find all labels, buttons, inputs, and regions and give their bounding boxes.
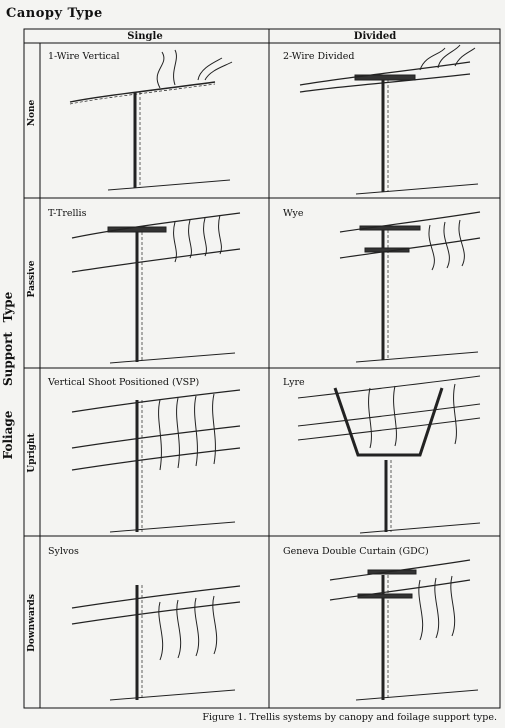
- column-header-single: Single: [127, 31, 163, 42]
- label-gdc: Geneva Double Curtain (GDC): [283, 546, 429, 557]
- label-t-trellis: T-Trellis: [48, 208, 87, 219]
- diagram-1-wire-vertical: [69, 49, 233, 191]
- label-1-wire-vertical: 1-Wire Vertical: [48, 51, 120, 62]
- diagram-wye: [339, 211, 481, 363]
- label-sylvos: Sylvos: [48, 546, 79, 557]
- label-wye: Wye: [283, 208, 304, 219]
- diagram-vsp: [71, 389, 241, 533]
- diagram-lyre: [297, 375, 481, 534]
- label-2-wire-divided: 2-Wire Divided: [283, 51, 355, 62]
- diagram-sylvos: [71, 585, 241, 701]
- label-vsp: Vertical Shoot Positioned (VSP): [48, 377, 200, 388]
- page-title: Canopy Type: [6, 6, 103, 21]
- label-lyre: Lyre: [283, 377, 305, 388]
- diagram-t-trellis: [71, 212, 241, 364]
- diagram-gdc: [329, 559, 479, 701]
- column-header-divided: Divided: [353, 31, 397, 42]
- figure-caption: Figure 1. Trellis systems by canopy and …: [202, 712, 497, 723]
- diagram-2-wire-divided: [299, 44, 479, 195]
